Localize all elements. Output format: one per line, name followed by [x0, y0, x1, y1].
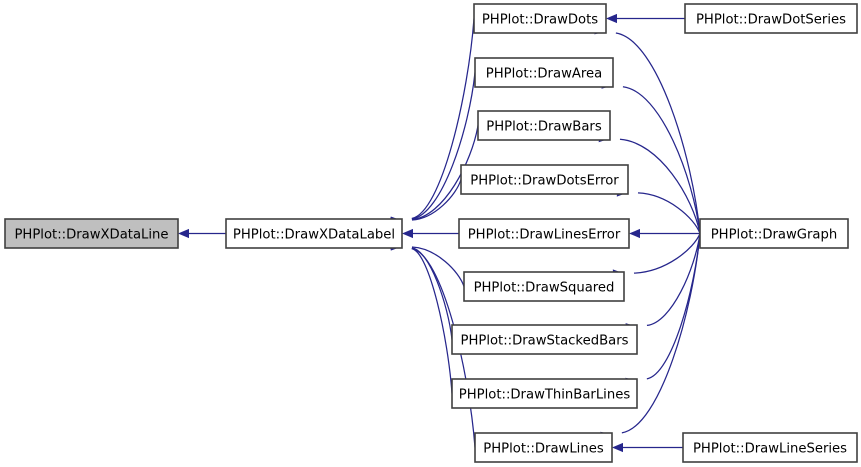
- node-box[interactable]: [684, 3, 858, 34]
- call-edge-phplot-drawlineserror-to-phplot-drawxdatalabel: [402, 228, 459, 239]
- graph-node-phplot-drawdotserror[interactable]: PHPlot::DrawDotsError: [460, 164, 629, 195]
- node-box[interactable]: [460, 164, 629, 195]
- node-box[interactable]: [225, 218, 403, 249]
- graph-node-phplot-drawsquared[interactable]: PHPlot::DrawSquared: [463, 271, 625, 302]
- node-box[interactable]: [451, 378, 638, 409]
- call-edge-phplot-drawdots-to-phplot-drawxdatalabel: [390, 18, 475, 228]
- graph-node-phplot-drawlineserror[interactable]: PHPlot::DrawLinesError: [458, 218, 630, 249]
- graph-node-phplot-drawdots[interactable]: PHPlot::DrawDots: [473, 3, 607, 34]
- call-edge-phplot-drawdotseries-to-phplot-drawdots: [606, 13, 685, 24]
- graph-node-phplot-drawarea[interactable]: PHPlot::DrawArea: [474, 57, 614, 88]
- graph-node-phplot-drawthinbarlines[interactable]: PHPlot::DrawThinBarLines: [451, 378, 638, 409]
- node-box[interactable]: [473, 3, 607, 34]
- call-edge-phplot-drawthinbarlines-to-phplot-drawxdatalabel: [390, 239, 453, 394]
- node-box[interactable]: [682, 432, 858, 463]
- call-edge-phplot-drawgraph-to-phplot-drawthinbarlines: [625, 233, 701, 387]
- node-box[interactable]: [463, 271, 625, 302]
- node-box[interactable]: [458, 218, 630, 249]
- graph-node-phplot-drawdotseries[interactable]: PHPlot::DrawDotSeries: [684, 3, 858, 34]
- call-edge-phplot-drawgraph-to-phplot-drawarea: [601, 79, 701, 234]
- call-edge-phplot-drawgraph-to-phplot-drawlineserror: [629, 228, 700, 239]
- graph-node-phplot-drawxdatalabel[interactable]: PHPlot::DrawXDataLabel: [225, 218, 403, 249]
- node-box[interactable]: [451, 324, 638, 355]
- graph-node-phplot-drawstackedbars[interactable]: PHPlot::DrawStackedBars: [451, 324, 638, 355]
- graph-node-phplot-drawlineseries[interactable]: PHPlot::DrawLineSeries: [682, 432, 858, 463]
- node-box[interactable]: [474, 432, 613, 463]
- graph-node-phplot-drawlines[interactable]: PHPlot::DrawLines: [474, 432, 613, 463]
- graph-node-phplot-drawgraph[interactable]: PHPlot::DrawGraph: [699, 218, 849, 249]
- graph-node-phplot-drawbars[interactable]: PHPlot::DrawBars: [477, 110, 611, 141]
- call-edge-phplot-drawarea-to-phplot-drawxdatalabel: [390, 72, 476, 227]
- node-box[interactable]: [477, 110, 611, 141]
- call-edge-phplot-drawlineseries-to-phplot-drawlines: [612, 442, 683, 453]
- node-box[interactable]: [474, 57, 614, 88]
- call-edge-phplot-drawxdatalabel-to-phplot-drawxdataline: [178, 228, 226, 239]
- node-box[interactable]: [4, 218, 179, 249]
- node-box[interactable]: [699, 218, 849, 249]
- graph-node-phplot-drawxdataline[interactable]: PHPlot::DrawXDataLine: [4, 218, 179, 249]
